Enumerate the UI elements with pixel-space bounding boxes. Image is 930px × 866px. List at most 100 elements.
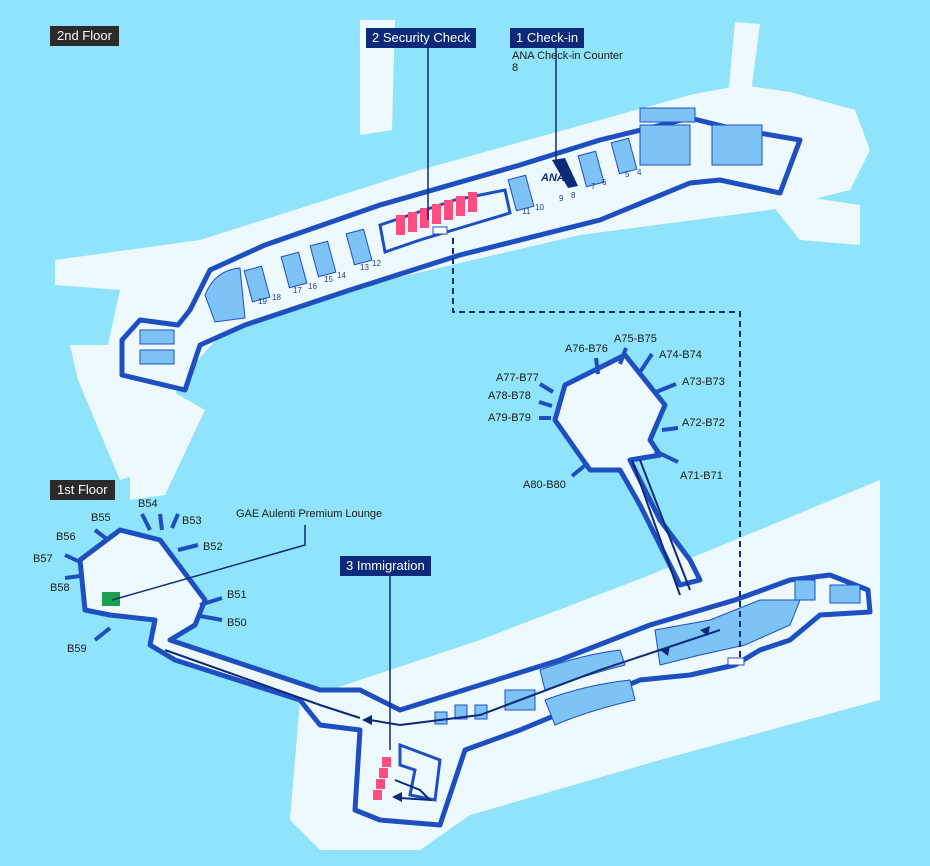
immigration-queue-wall (398, 742, 442, 802)
gate-label: A72-B72 (682, 417, 725, 429)
security-lane (396, 215, 405, 235)
checkin-counter-note-line1: ANA Check-in Counter (512, 50, 623, 62)
escalator-icon (432, 226, 448, 235)
shop-block (454, 704, 468, 720)
security-lane (432, 204, 441, 224)
jet-bridge (655, 382, 677, 394)
shop-block (544, 679, 636, 726)
counter-number: 15 (324, 275, 333, 284)
counter-number: 11 (522, 207, 531, 216)
jet-bridge (594, 357, 600, 375)
gate-label: A75-B75 (614, 333, 657, 345)
gate-label: A80-B80 (523, 479, 566, 491)
floor-label-2f: 2nd Floor (50, 26, 119, 46)
counter-block (610, 137, 638, 175)
ana-logo-text: ANA (540, 172, 565, 184)
jet-bridge (140, 513, 152, 531)
gate-label: B59 (67, 643, 87, 655)
checkin-counter-note: ANA Check-in Counter 8 (512, 50, 623, 74)
gate-label: A79-B79 (488, 412, 531, 424)
counter-number: 10 (535, 203, 544, 212)
pier-a-b-floor (552, 352, 703, 588)
jetty-right (760, 190, 860, 245)
gate-label: A73-B73 (682, 376, 725, 388)
immigration-booth (382, 757, 391, 767)
checkin-counter-note-line2: 8 (512, 62, 519, 74)
jet-bridge (538, 400, 553, 408)
counter-number: 17 (293, 286, 302, 295)
jet-bridge (654, 449, 679, 464)
counter-number: 4 (637, 168, 642, 177)
arrow-icon (660, 646, 670, 656)
counter-number: 9 (559, 194, 564, 203)
counter-block (204, 267, 246, 323)
counter-block (139, 349, 175, 365)
jet-bridge (93, 528, 110, 542)
jet-bridge (199, 596, 223, 607)
counter-number: 16 (308, 282, 317, 291)
counter-number: 14 (337, 271, 346, 280)
security-lane (468, 192, 477, 212)
jet-bridge (638, 352, 654, 374)
terminal-1f (64, 513, 873, 828)
gate-label: B57 (33, 553, 53, 565)
immigration-booths (373, 757, 391, 800)
callout-line (111, 525, 306, 601)
jet-bridge (570, 461, 590, 478)
gate-label: A77-B77 (496, 372, 539, 384)
jet-bridge (64, 574, 81, 580)
route-lines (111, 44, 741, 802)
gate-label: B54 (138, 498, 158, 510)
immigration-booth (379, 768, 388, 778)
terminal-1f-floor (77, 527, 873, 828)
jet-bridge (199, 614, 223, 622)
immigration-booth (373, 790, 382, 800)
gate-label: B51 (227, 589, 247, 601)
counter-block (711, 124, 763, 166)
gate-label: A78-B78 (488, 390, 531, 402)
jetty-top-2 (360, 20, 395, 135)
shop-block (829, 584, 861, 604)
jet-bridge (170, 513, 180, 529)
lounge-marker (102, 592, 120, 606)
counter-number: 8 (571, 191, 576, 200)
ana-logo: ANA (540, 158, 578, 188)
counter-number: 5 (625, 170, 630, 179)
ana-logo-mark (552, 158, 578, 188)
gate-label: B56 (56, 531, 76, 543)
arrow-icon (362, 715, 372, 725)
immigration-booth (376, 779, 385, 789)
jetty-top-1 (728, 22, 760, 100)
counter-block (577, 150, 605, 188)
jet-bridge (64, 553, 81, 564)
shops-blocks (434, 579, 861, 726)
counter-block (639, 124, 691, 166)
route-path (639, 459, 691, 591)
counter-block (345, 228, 373, 266)
shop-block (654, 599, 801, 666)
jet-bridge (618, 347, 628, 365)
gate-label: B55 (91, 512, 111, 524)
counter-block (243, 265, 271, 303)
lounge-label: GAE Aulenti Premium Lounge (236, 508, 383, 520)
step-checkin-label: 1 Check-in (510, 28, 585, 48)
gate-label: A71-B71 (680, 470, 723, 482)
security-lanes (396, 192, 477, 235)
security-lane (420, 208, 429, 228)
pier-a-b (538, 347, 703, 588)
counter-block (639, 107, 696, 123)
security-lane (456, 196, 465, 216)
gate-label: B50 (227, 617, 247, 629)
security-lane (408, 212, 417, 232)
route-path (394, 779, 433, 802)
terminal-2f (119, 107, 803, 393)
gate-label: B53 (182, 515, 202, 527)
step-security-label: 2 Security Check (366, 28, 477, 48)
gate-label: A76-B76 (565, 343, 608, 355)
route-dashed (452, 238, 741, 660)
step-immigration-label: 3 Immigration (340, 556, 431, 576)
jet-bridge (93, 626, 112, 642)
route-arrows (362, 626, 710, 802)
counter-number: 19 (258, 297, 267, 306)
